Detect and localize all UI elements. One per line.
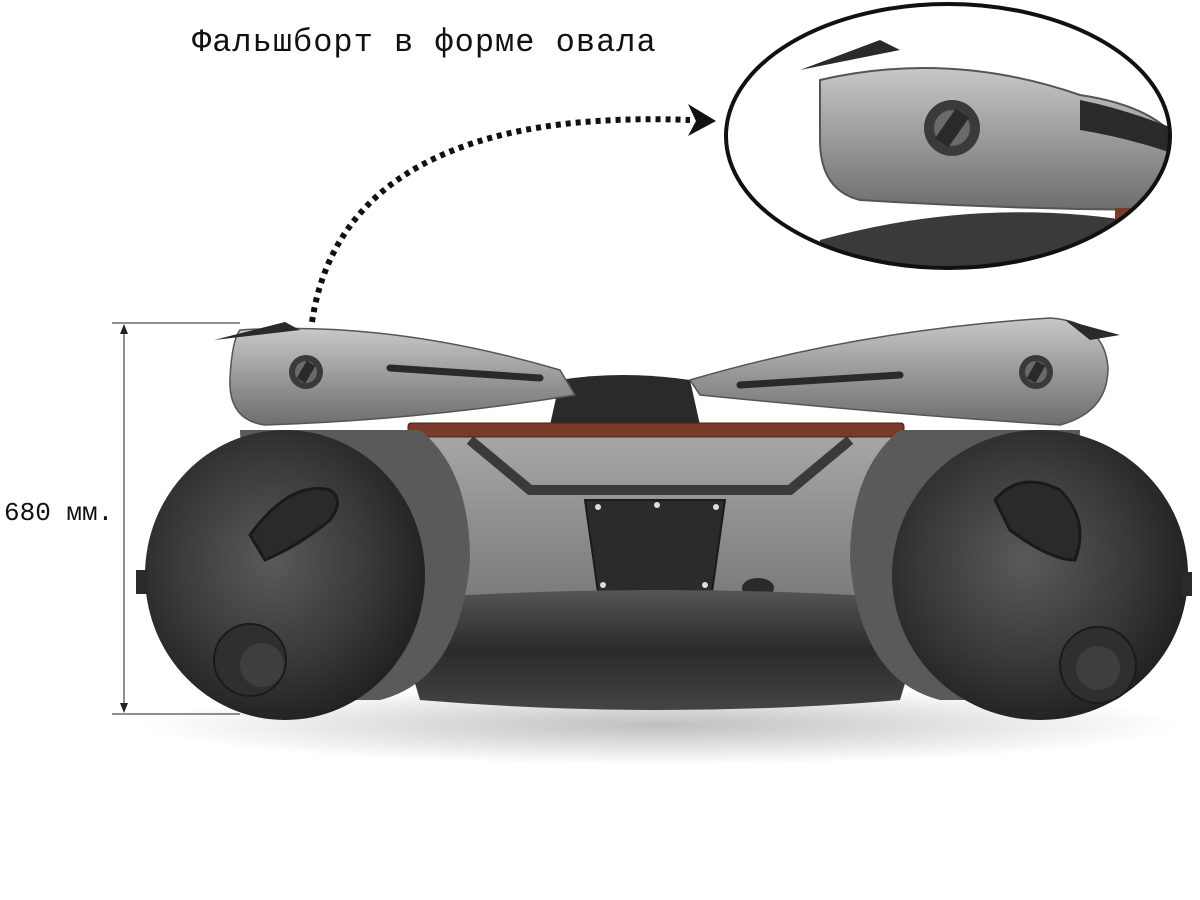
wooden-seat bbox=[407, 422, 905, 438]
dotted-arrow-icon bbox=[309, 104, 716, 323]
left-bulwark bbox=[214, 322, 577, 426]
right-main-tube bbox=[850, 430, 1192, 720]
right-bulwark bbox=[688, 317, 1120, 426]
height-dimension-label: 680 мм. bbox=[4, 498, 114, 528]
transom bbox=[380, 375, 940, 710]
valve-icon bbox=[289, 355, 323, 389]
callout-caption: Фальшборт в форме овала bbox=[192, 24, 657, 61]
valve-icon bbox=[924, 100, 980, 156]
left-main-tube bbox=[136, 430, 470, 720]
zoom-callout bbox=[724, 2, 1172, 270]
handle-icon bbox=[993, 480, 1082, 562]
transom-plate bbox=[583, 499, 727, 593]
handle-icon bbox=[248, 487, 339, 562]
ground-shadow bbox=[140, 685, 1180, 765]
valve-icon bbox=[1019, 355, 1053, 389]
